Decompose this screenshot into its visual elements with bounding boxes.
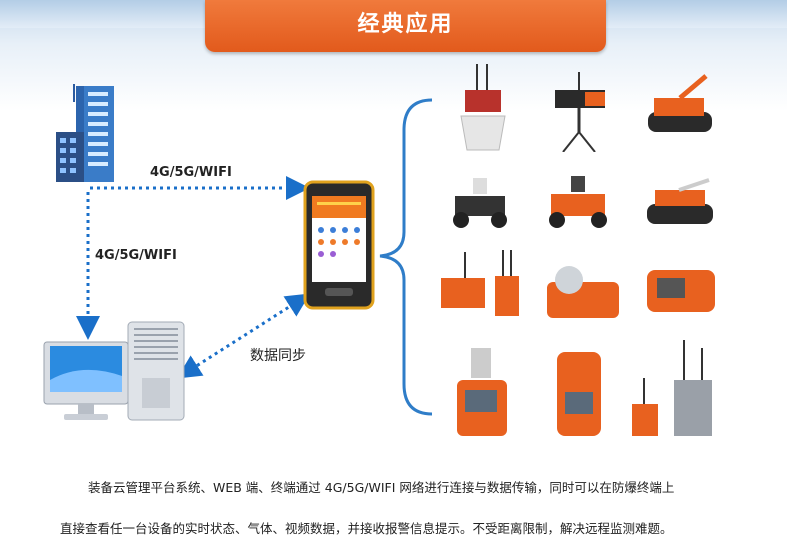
portable-control-box	[441, 250, 519, 316]
explosion-proof-handheld-terminal	[303, 180, 375, 310]
label-cloud-pc: 4G/5G/WIFI	[95, 248, 177, 263]
ptz-camera-tripod	[555, 72, 605, 152]
dome-camera-case	[547, 266, 619, 318]
crawler-firefighting-robot	[647, 178, 713, 224]
handheld-gas-detector	[557, 352, 601, 436]
gas-analyzer-box	[647, 270, 715, 312]
wheeled-robot-orange	[549, 176, 607, 228]
wireless-monitor-stations	[632, 340, 712, 436]
crawler-robot-arm	[648, 74, 712, 132]
wheeled-patrol-robot	[453, 178, 507, 228]
label-sync: 数据同步	[250, 348, 306, 364]
siren-beacon-device	[460, 64, 506, 151]
building-server-icon	[56, 84, 114, 182]
gas-detector-with-sensor	[457, 348, 507, 436]
caption-line-2: 直接查看任一台设备的实时状态、气体、视频数据，并接收报警信息提示。不受距离限制，…	[60, 521, 673, 536]
device-bracket	[379, 98, 433, 416]
label-cloud-terminal: 4G/5G/WIFI	[150, 165, 232, 180]
desktop-computer-icon	[43, 321, 185, 421]
section-title: 经典应用	[205, 0, 606, 52]
caption-line-1: 装备云管理平台系统、WEB 端、终端通过 4G/5G/WIFI 网络进行连接与数…	[88, 480, 675, 495]
link-terminal-pc	[176, 293, 311, 379]
